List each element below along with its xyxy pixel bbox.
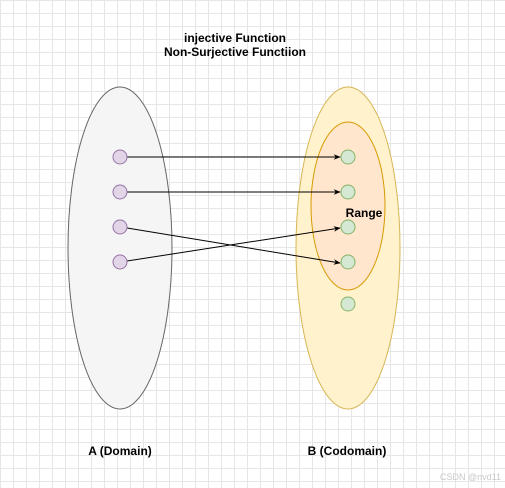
- mapping-arrow: [126, 226, 341, 262]
- domain-element-node: [112, 254, 128, 270]
- codomain-element-node-unmapped: [340, 296, 356, 312]
- mapping-arrow: [126, 227, 341, 265]
- codomain-label: B (Codomain): [308, 444, 387, 458]
- range-label: Range: [346, 206, 383, 220]
- watermark: CSDN @nvd11: [440, 472, 501, 482]
- domain-element-node: [112, 149, 128, 165]
- domain-element-node: [112, 219, 128, 235]
- codomain-element-node: [340, 184, 356, 200]
- codomain-elements: [340, 149, 356, 312]
- codomain-element-node: [340, 149, 356, 165]
- mapping-arrows: [126, 154, 341, 265]
- codomain-element-node: [340, 219, 356, 235]
- domain-set-ellipse: [67, 86, 173, 410]
- range-set-ellipse: [310, 121, 386, 291]
- domain-label: A (Domain): [88, 444, 152, 458]
- codomain-element-node: [340, 254, 356, 270]
- domain-elements: [112, 149, 128, 270]
- domain-element-node: [112, 184, 128, 200]
- title-line-1: injective Function: [184, 31, 286, 45]
- title-line-2: Non-Surjective Functiion: [164, 45, 306, 59]
